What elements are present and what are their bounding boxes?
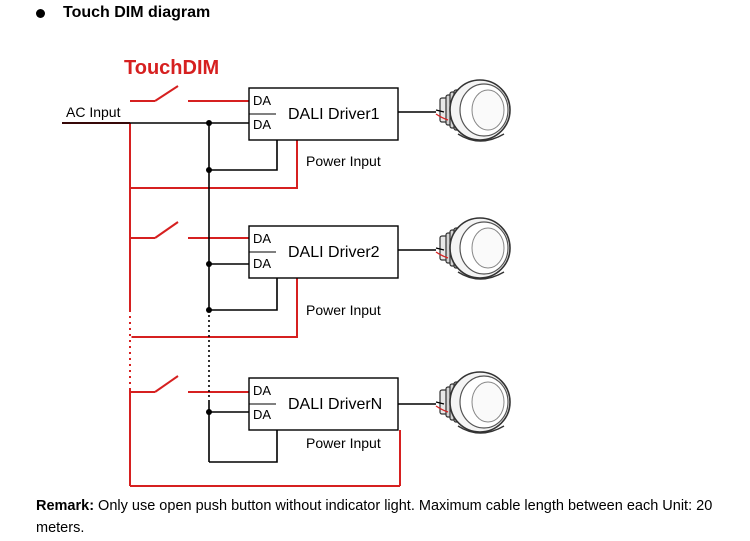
ac-input-label: AC Input [66,104,121,120]
driver-name: DALI Driver2 [288,244,380,261]
driver-name: DALI DriverN [288,396,382,413]
downlight-icon [435,371,511,434]
brand-label: TouchDIM [124,57,219,79]
driver-terminal-da: DA [253,256,271,271]
live-wiring [62,100,401,487]
driver-2: DA DA DALI Driver2 Power Input [248,225,399,318]
section-heading: Touch DIM diagram [36,4,210,22]
power-input-label: Power Input [306,153,381,169]
downlight-icon [435,79,511,142]
remark-label: Remark: [36,498,95,514]
heading-title: Touch DIM diagram [63,4,211,21]
driver-name: DALI Driver1 [288,106,380,123]
driver-terminal-da: DA [253,231,271,246]
remark-note: Remark: Only use open push button withou… [36,495,742,539]
driver-terminal-da: DA [253,117,271,132]
driver-1: DA DA DALI Driver1 Power Input [248,87,399,169]
bullet-icon [36,8,45,18]
driver-terminal-da: DA [253,383,271,398]
junction-dots [206,120,212,415]
driver-n: DA DA DALI DriverN Power Input [248,377,399,451]
power-input-label: Power Input [306,302,381,318]
push-switch-icon [154,85,179,393]
wiring-diagram: TouchDIM AC Input [62,57,511,487]
downlight-icon [435,217,511,280]
driver-terminal-da: DA [253,93,271,108]
remark-text: Only use open push button without indica… [36,498,713,536]
driver-terminal-da: DA [253,407,271,422]
power-input-label: Power Input [306,435,381,451]
dali-wiring [62,111,436,463]
